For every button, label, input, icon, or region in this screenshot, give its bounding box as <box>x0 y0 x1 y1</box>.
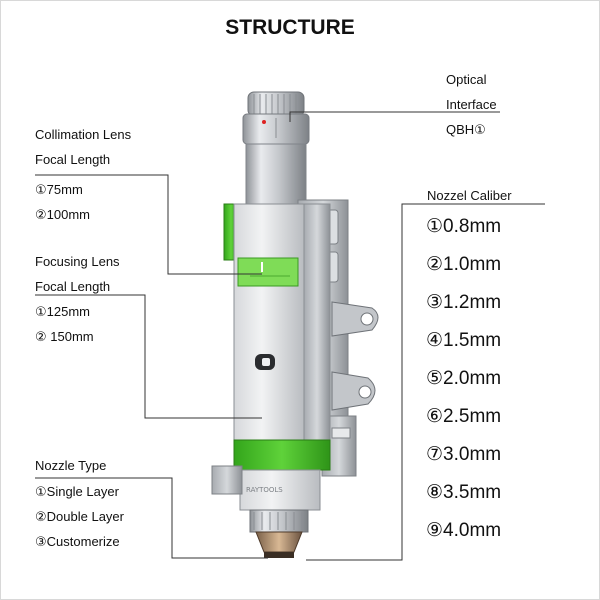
caliber-option-2: ②1.0mm <box>426 254 502 275</box>
nozzle-caliber-heading: Nozzel Caliber <box>427 188 512 203</box>
caliber-option-3: ③1.2mm <box>426 292 502 313</box>
collimation-option-2: ②100mm <box>35 207 91 222</box>
focusing-heading: Focusing Lens <box>35 254 120 269</box>
caliber-option-1: ①0.8mm <box>426 216 502 237</box>
collimation-subheading: Focal Length <box>35 152 111 167</box>
caliber-option-5: ⑤2.0mm <box>426 368 502 389</box>
collimation-heading: Collimation Lens <box>35 127 132 142</box>
nozzle-type-option-1: ①Single Layer <box>35 484 119 499</box>
nozzle-type-heading: Nozzle Type <box>35 458 107 473</box>
optical-label-line3: QBH① <box>446 122 486 137</box>
main-body <box>233 203 305 441</box>
caliber-option-4: ④1.5mm <box>426 330 502 351</box>
nozzle-tip <box>249 509 309 558</box>
qbh-connector <box>242 91 310 145</box>
caliber-option-8: ⑧3.5mm <box>426 482 502 503</box>
collimator-tube <box>245 143 307 215</box>
lower-housing <box>239 469 321 511</box>
optical-label-line1: Optical <box>446 72 487 87</box>
leader-lines <box>35 111 545 561</box>
focusing-option-1: ①125mm <box>35 304 91 319</box>
optical-label-line2: Interface <box>446 97 497 112</box>
collimation-option-1: ①75mm <box>35 182 83 197</box>
caliber-option-9: ⑨4.0mm <box>426 520 502 541</box>
page-title: STRUCTURE <box>225 16 355 39</box>
focusing-option-2: ② 150mm <box>35 329 94 344</box>
brand-logo: RAYTOOLS <box>246 486 283 494</box>
focusing-subheading: Focal Length <box>35 279 111 294</box>
green-band <box>233 439 331 471</box>
nozzle-type-option-3: ③Customerize <box>35 534 120 549</box>
nozzle-type-option-2: ②Double Layer <box>35 509 124 524</box>
caliber-option-6: ⑥2.5mm <box>426 406 502 427</box>
lens-drawer-window <box>237 257 299 287</box>
caliber-option-7: ⑦3.0mm <box>426 444 502 465</box>
